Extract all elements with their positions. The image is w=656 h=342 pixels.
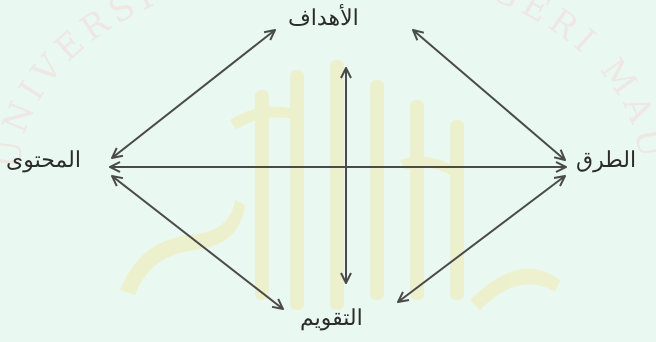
edge-goals-content bbox=[112, 30, 275, 158]
node-content: المحتوى bbox=[6, 150, 81, 172]
node-methods: الطرق bbox=[576, 150, 636, 172]
watermark: UNIVERSITAS ISLAM NEGERI MAULANA MALIK I… bbox=[0, 0, 656, 310]
node-evaluation: التقويم bbox=[300, 308, 363, 330]
edge-goals-methods bbox=[413, 30, 565, 160]
watermark-calligraphy bbox=[120, 60, 560, 310]
node-goals: الأهداف bbox=[288, 8, 359, 30]
